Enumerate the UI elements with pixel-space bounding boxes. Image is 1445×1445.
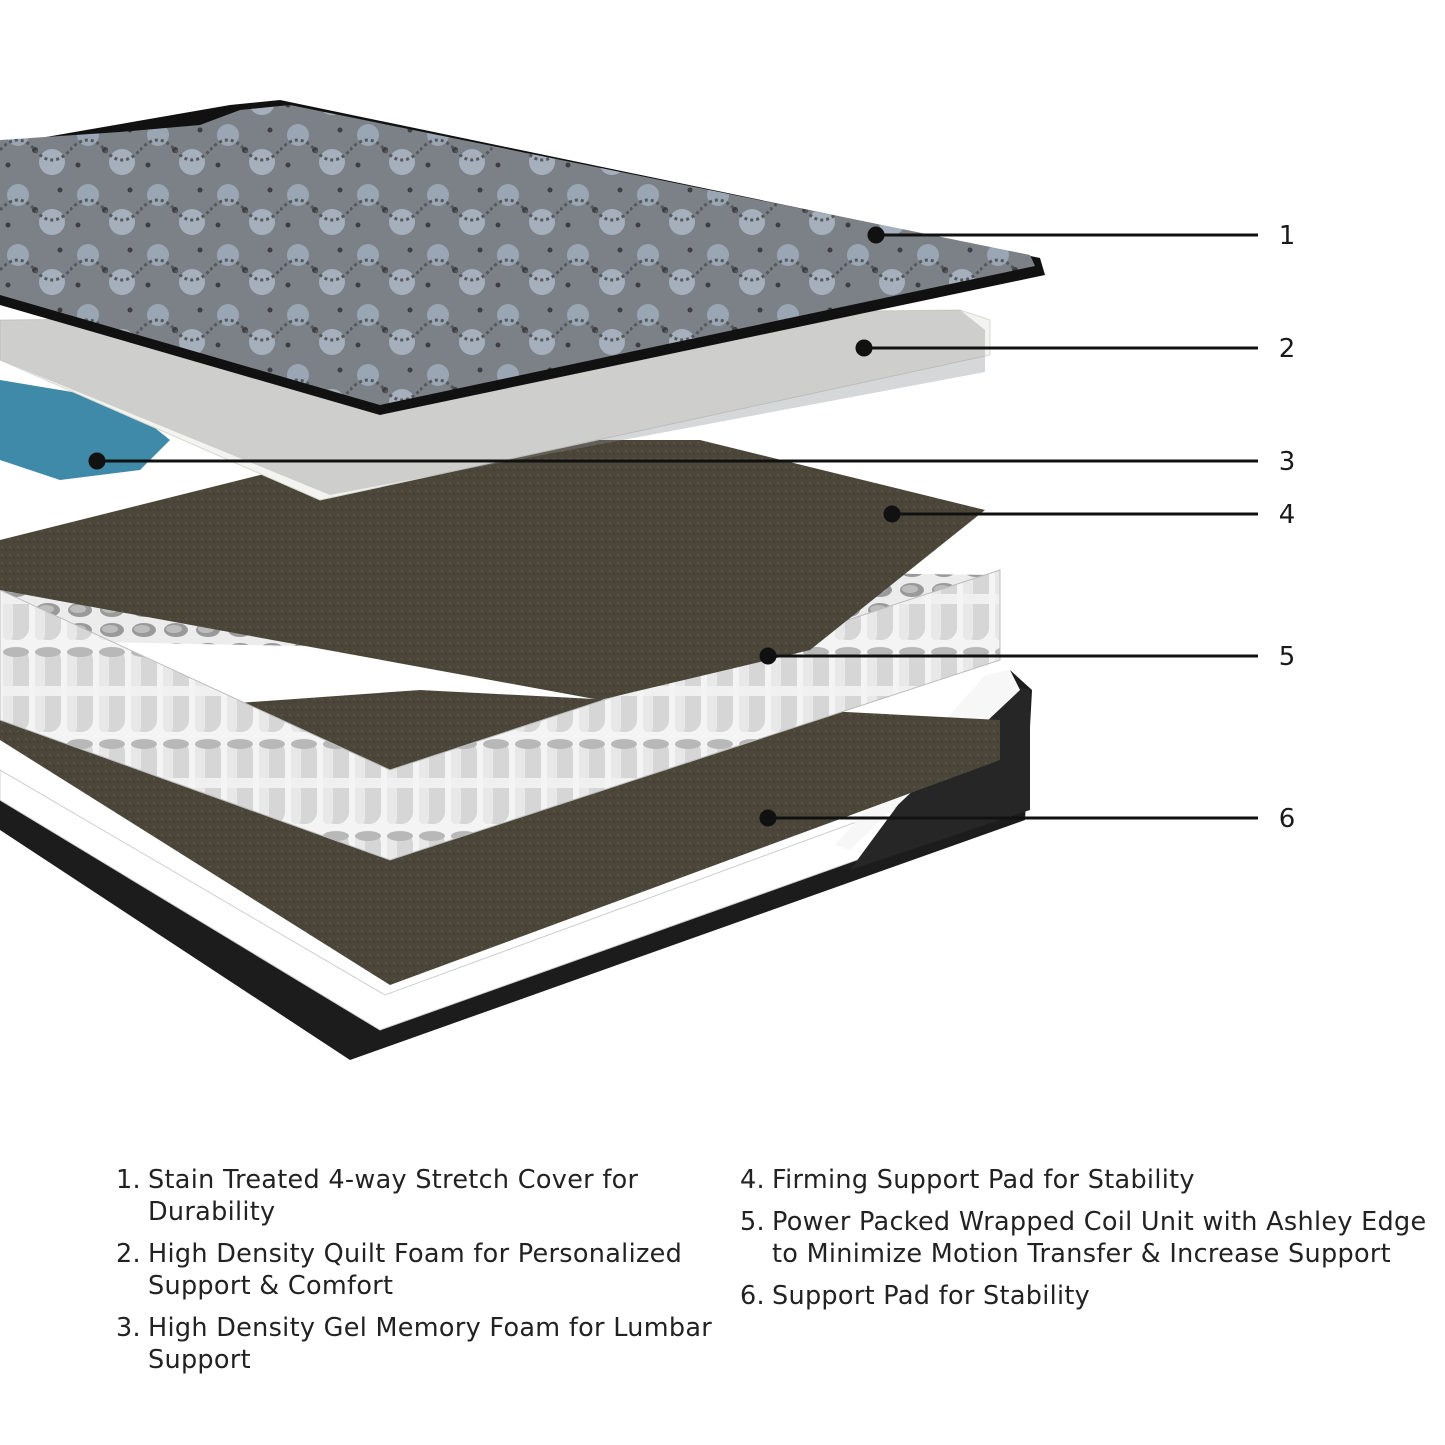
callout-3: 3 [1278,447,1296,477]
firming-support-pad [0,440,985,700]
legend-number: 5. [740,1207,765,1237]
legend-number: 2. [116,1239,141,1269]
legend-text: High Density Quilt Foam for Personalized… [148,1239,683,1301]
stretch-cover [0,100,1045,415]
legend-right-column: 4. Firming Support Pad for Stability 5. … [740,1164,1430,1322]
gel-memory-foam [0,380,170,480]
legend-number: 4. [740,1165,765,1195]
legend-text: High Density Gel Memory Foam for Lumbar … [148,1313,713,1375]
callout-4: 4 [1278,500,1296,530]
legend-text: Support Pad for Stability [772,1281,1091,1311]
callout-5: 5 [1278,642,1296,672]
legend-text: Firming Support Pad for Stability [772,1165,1195,1195]
callout-1: 1 [1278,221,1296,251]
legend-number: 6. [740,1281,765,1311]
legend-number: 1. [116,1165,141,1195]
legend-left-column: 1. Stain Treated 4-way Stretch Cover for… [116,1164,736,1386]
legend-item-1: 1. Stain Treated 4-way Stretch Cover for… [116,1164,736,1228]
legend-item-3: 3. High Density Gel Memory Foam for Lumb… [116,1312,736,1376]
legend-item-4: 4. Firming Support Pad for Stability [740,1164,1430,1196]
legend-number: 3. [116,1313,141,1343]
legend-item-2: 2. High Density Quilt Foam for Personali… [116,1238,736,1302]
callout-6: 6 [1278,804,1296,834]
callout-leaders [88,226,1258,827]
legend-text: Power Packed Wrapped Coil Unit with Ashl… [772,1207,1427,1269]
mattress-layers-illustration [0,100,1258,1060]
legend-item-6: 6. Support Pad for Stability [740,1280,1430,1312]
callout-2: 2 [1278,334,1296,364]
legend-item-5: 5. Power Packed Wrapped Coil Unit with A… [740,1206,1430,1270]
legend-text: Stain Treated 4-way Stretch Cover for Du… [148,1165,639,1227]
